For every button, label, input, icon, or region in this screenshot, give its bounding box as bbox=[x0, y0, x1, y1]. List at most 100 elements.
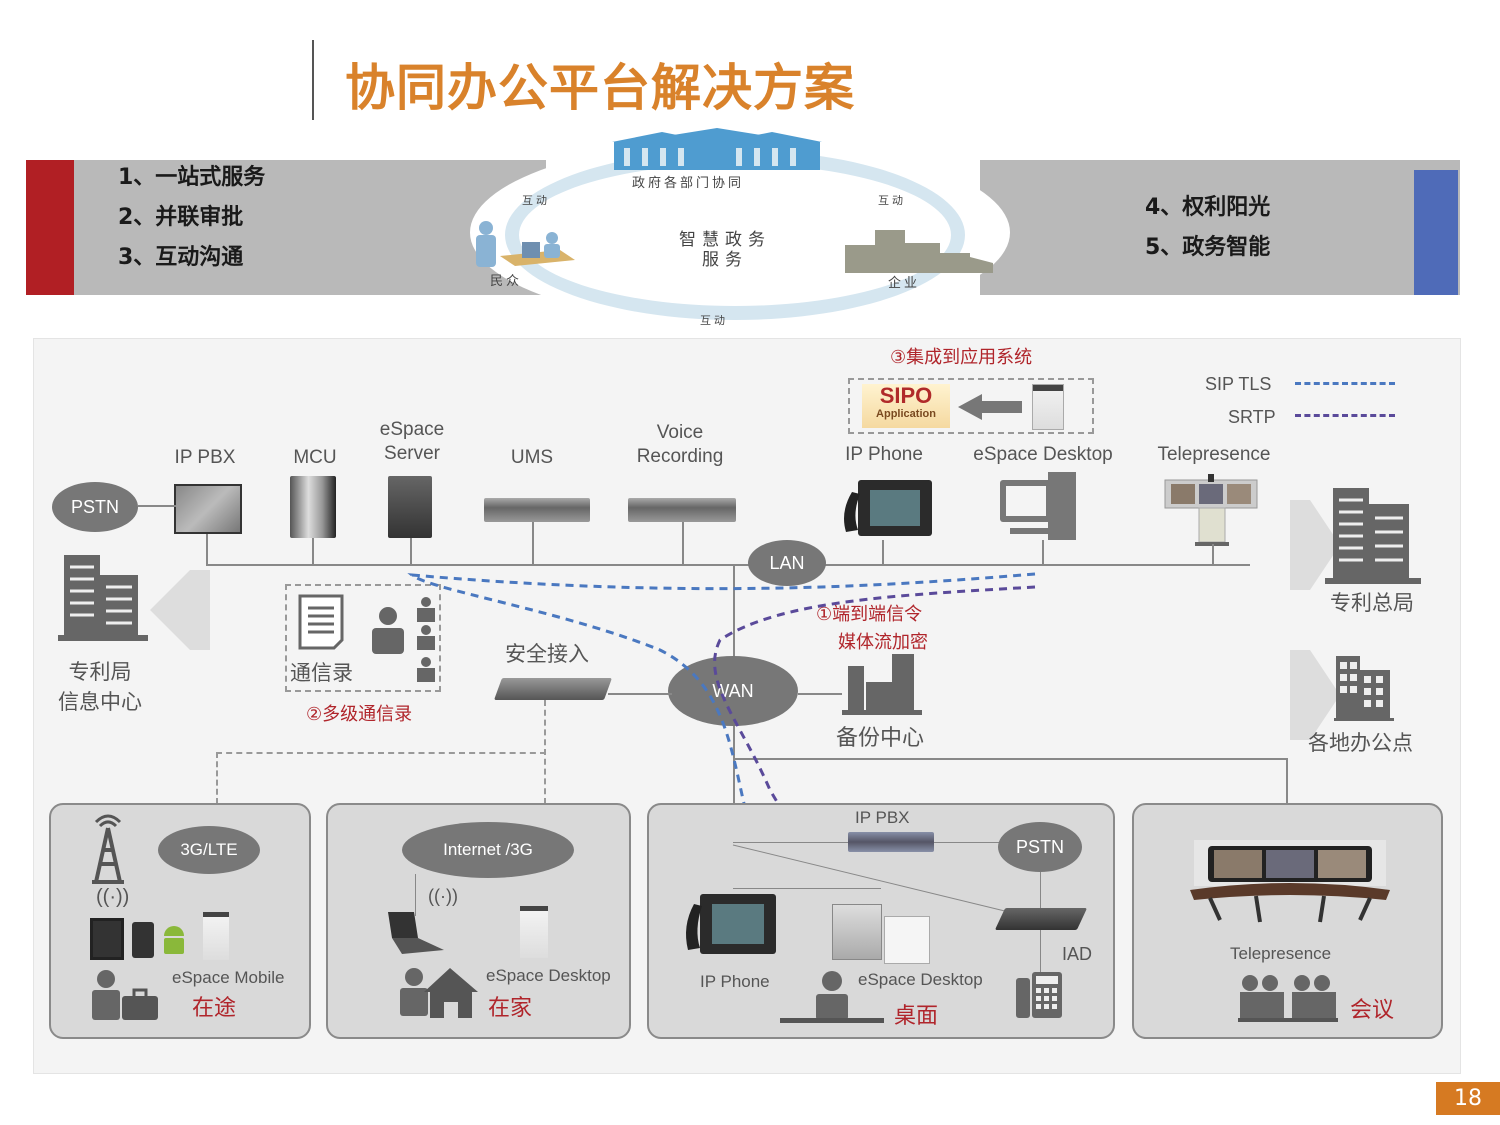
banner-left-band bbox=[26, 160, 546, 295]
mcu-device-icon bbox=[290, 476, 336, 538]
wan-branch-line bbox=[733, 758, 1288, 760]
enterprise-buildings-icon bbox=[845, 230, 993, 273]
gateway-dashed-line bbox=[216, 752, 546, 754]
arrow-right-icon bbox=[1290, 650, 1340, 740]
ip-pbx-label: IP PBX bbox=[855, 808, 910, 827]
arrow-right-icon bbox=[1290, 500, 1340, 590]
government-building-icon bbox=[612, 128, 822, 170]
ip-pbx-device-icon bbox=[174, 484, 242, 534]
connector-line bbox=[934, 842, 1000, 843]
legend-line-sip-tls bbox=[1295, 382, 1395, 385]
device-label-mcu: MCU bbox=[293, 447, 337, 468]
cell-tower-icon bbox=[92, 814, 124, 884]
cycle-interaction-label: 互动 bbox=[700, 314, 728, 327]
banner-red-block bbox=[26, 160, 74, 295]
voice-recording-server-icon bbox=[628, 498, 736, 522]
banner-blue-block bbox=[1414, 170, 1458, 295]
scene-label-on-the-go: 在途 bbox=[192, 995, 237, 1020]
desk-phone-icon bbox=[1016, 972, 1062, 1018]
ums-server-icon bbox=[484, 498, 590, 522]
app-integration-box bbox=[848, 378, 1094, 434]
espace-desktop-window-icon bbox=[884, 916, 930, 964]
device-label-ip-phone: IP Phone bbox=[845, 444, 923, 465]
connector-line bbox=[415, 874, 416, 916]
banner-item: 5、政务智能 bbox=[1145, 235, 1271, 260]
espace-mobile-label: eSpace Mobile bbox=[172, 968, 285, 987]
espace-desktop-screenshot-icon bbox=[1032, 384, 1064, 430]
connector-line bbox=[410, 538, 412, 566]
pstn-cloud: PSTN bbox=[52, 482, 138, 532]
laptop-icon bbox=[388, 912, 444, 954]
home-worker-icon bbox=[400, 968, 478, 1018]
annotation-e2e-encryption: ①端到端信令 媒体流加密 bbox=[816, 604, 928, 652]
directory-label: 通信录 bbox=[290, 662, 353, 685]
wifi-icon: ((·)) bbox=[428, 886, 458, 906]
connector-line bbox=[882, 540, 884, 566]
device-label-telepresence: Telepresence bbox=[1157, 444, 1271, 465]
person-icon bbox=[372, 607, 404, 654]
branch-office-icon bbox=[1334, 656, 1394, 721]
banner-right-list: 4、权利阳光 5、政务智能 bbox=[1145, 188, 1270, 268]
arrow-left-icon bbox=[150, 570, 210, 650]
arrow-left-icon bbox=[958, 394, 1022, 420]
telepresence-room-icon bbox=[1190, 840, 1390, 923]
annotation-directory: ②多级通信录 bbox=[306, 704, 413, 724]
traveling-person-icon bbox=[92, 970, 158, 1020]
banner-right-band bbox=[980, 160, 1460, 295]
annotation-integrate: ③集成到应用系统 bbox=[890, 347, 1033, 367]
office-tower-icon bbox=[58, 555, 148, 641]
connector-line bbox=[312, 538, 314, 566]
espace-desktop-app-icon bbox=[520, 906, 548, 958]
cycle-top-label: 政府各部门协同 bbox=[632, 176, 745, 191]
sipo-application-logo: SIPO Application bbox=[862, 384, 950, 428]
device-label-ip-pbx: IP PBX bbox=[174, 447, 236, 468]
lan-bus-line bbox=[206, 564, 1250, 566]
cycle-right-label: 企业 bbox=[888, 276, 921, 291]
legend-label-srtp: SRTP bbox=[1228, 407, 1276, 427]
connector-line bbox=[1042, 540, 1044, 566]
connector-line bbox=[682, 522, 684, 566]
directory-box bbox=[285, 584, 441, 692]
device-label-ums: UMS bbox=[510, 447, 554, 468]
banner-item: 4、权利阳光 bbox=[1145, 195, 1271, 220]
secure-access-label: 安全接入 bbox=[505, 643, 589, 666]
backup-center-label: 备份中心 bbox=[836, 725, 925, 750]
banner-left-list: 1、一站式服务 2、并联审批 3、互动沟通 bbox=[118, 158, 265, 278]
cycle-left-label: 民众 bbox=[490, 274, 523, 289]
espace-desktop-label: eSpace Desktop bbox=[486, 966, 611, 985]
connector-line bbox=[1286, 758, 1288, 804]
espace-server-icon bbox=[388, 476, 432, 538]
telepresence-unit-icon bbox=[1164, 474, 1258, 546]
page-number: 18 bbox=[1436, 1082, 1500, 1115]
espace-mobile-app-icon bbox=[203, 912, 229, 960]
connector-line bbox=[733, 888, 881, 889]
scene-label-meeting: 会议 bbox=[1350, 997, 1395, 1022]
cycle-interaction-label: 互动 bbox=[522, 194, 550, 207]
espace-desktop-label: eSpace Desktop bbox=[858, 970, 983, 989]
iad-label: IAD bbox=[1062, 944, 1093, 964]
desk-worker-icon bbox=[780, 971, 884, 1023]
headquarters-tower-icon bbox=[1325, 488, 1421, 584]
connector-line bbox=[532, 522, 534, 566]
hq-site-label: 专利总局 bbox=[1330, 592, 1414, 615]
device-label-voice-recording: Voice Recording bbox=[636, 422, 724, 467]
people-hierarchy-icon bbox=[417, 597, 435, 682]
device-label-espace-desktop: eSpace Desktop bbox=[973, 444, 1113, 465]
wan-cloud: WAN bbox=[668, 656, 798, 726]
citizens-icon bbox=[476, 221, 575, 267]
meeting-group-icon bbox=[1238, 975, 1338, 1022]
scene-label-at-home: 在家 bbox=[488, 995, 533, 1020]
pstn-cloud: PSTN bbox=[998, 822, 1082, 872]
gateway-wan-line bbox=[608, 693, 672, 695]
legend-label-sip-tls: SIP TLS bbox=[1205, 374, 1272, 394]
branch-sites-label: 各地办公点 bbox=[1308, 732, 1413, 755]
connector-line bbox=[733, 842, 848, 843]
internet-3g-cloud: Internet /3G bbox=[402, 822, 574, 878]
desktop-computer-icon bbox=[1000, 472, 1076, 540]
3g-lte-cloud: 3G/LTE bbox=[158, 826, 260, 874]
left-site-label: 专利局 信息中心 bbox=[58, 661, 142, 714]
desktop-pc-icon bbox=[832, 904, 882, 960]
banner-item: 3、互动沟通 bbox=[118, 245, 244, 270]
iad-device-icon bbox=[994, 908, 1088, 930]
pstn-link-line bbox=[138, 505, 176, 507]
